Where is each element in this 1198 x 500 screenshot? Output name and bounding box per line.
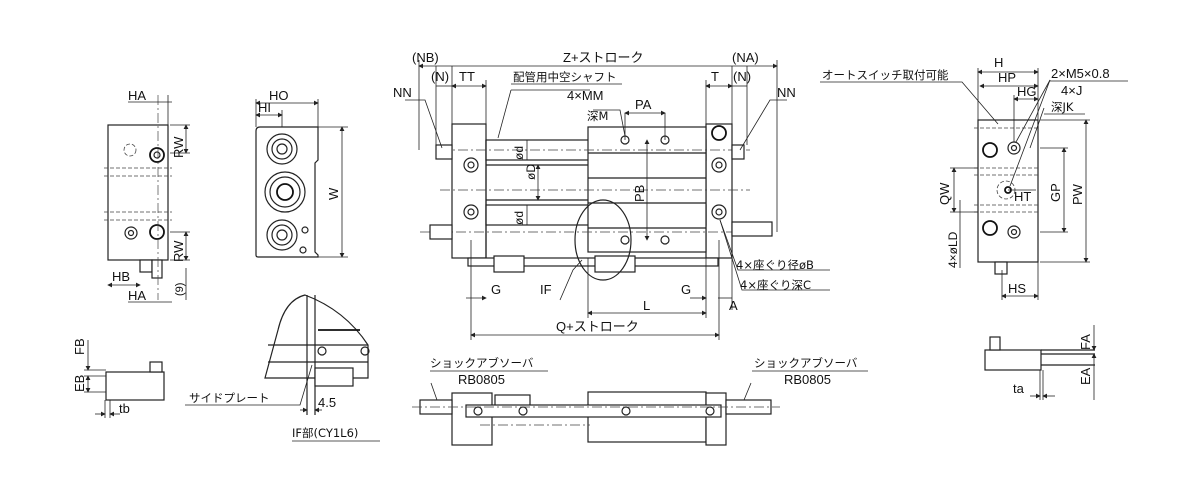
dim-label-n-left: (N)	[431, 69, 449, 84]
dim-label-mm: 4×MM	[567, 88, 603, 103]
dim-label-g-left: G	[491, 282, 501, 297]
dim-label-hs: HS	[1008, 281, 1026, 296]
dim-label-w: W	[326, 187, 341, 200]
port-icon	[149, 224, 165, 240]
auto-switch-label: オートスイッチ取付可能	[822, 68, 949, 82]
dim-label-od-big: øD	[524, 164, 538, 180]
detail-b: FB EB tb	[72, 338, 165, 418]
dim-label-a: A	[729, 298, 738, 313]
dim-label-if: IF	[540, 282, 552, 297]
dim-label-hi: HI	[258, 100, 271, 115]
dim-label-tt: TT	[459, 69, 475, 84]
model-label-right: RB0805	[784, 372, 831, 387]
dim-label-hp: HP	[998, 70, 1016, 85]
dim-label-hg: HG	[1017, 84, 1037, 99]
if-detail-caption: IF部(CY1L6)	[292, 426, 358, 440]
dim-label-t: T	[711, 69, 719, 84]
dim-label-ho: HO	[269, 88, 289, 103]
shock-absorber-right	[731, 221, 773, 237]
shock-absorber-label-right: ショックアブソーバ	[754, 356, 858, 370]
dim-label-gp: GP	[1048, 183, 1063, 202]
dim-label-pw: PW	[1070, 183, 1085, 205]
dim-label-qw: QW	[937, 182, 952, 205]
dim-label-eb: EB	[72, 375, 87, 392]
dim-label-ta: ta	[1013, 381, 1025, 396]
dim-label-pa: PA	[635, 97, 652, 112]
dim-label-od-top: ød	[512, 146, 526, 160]
dim-label-z-stroke: Z+ストローク	[563, 50, 644, 65]
dim-label-4-5: 4.5	[318, 395, 336, 410]
dim-label-n-right: (N)	[733, 69, 751, 84]
bolt-icon	[463, 204, 479, 220]
port-icon	[982, 142, 998, 158]
hidden-port-icon	[123, 143, 137, 157]
counterbore-depth-label: 4×座ぐり深C	[740, 278, 811, 292]
dim-label-ht: HT	[1014, 189, 1031, 204]
bolt-icon	[463, 157, 479, 173]
dim-label-jk: 深JK	[1051, 100, 1074, 114]
dim-label-tb: tb	[119, 401, 130, 416]
detail-a: FA EA ta	[984, 325, 1097, 400]
dim-label-ld: 4×øLD	[946, 231, 960, 268]
dim-label-ha-top: HA	[128, 88, 146, 103]
model-label-left: RB0805	[458, 372, 505, 387]
bolt-icon	[711, 204, 727, 220]
dim-label-nn-right: NN	[777, 85, 796, 100]
right-end-plate	[705, 123, 733, 259]
port-fitting-icon	[266, 133, 298, 165]
counterbore-dia-label: 4×座ぐり径øB	[736, 258, 814, 272]
shaft-end-icon	[264, 171, 306, 213]
dim-label-od-bottom: ød	[512, 211, 526, 225]
port-icon	[711, 125, 727, 141]
dim-label-hb: HB	[112, 269, 130, 284]
port-icon	[982, 220, 998, 236]
dim-label-m5: 2×M5×0.8	[1051, 66, 1110, 81]
dim-label-nn-left: NN	[393, 85, 412, 100]
hollow-shaft-label: 配管用中空シャフト	[513, 70, 617, 84]
side-plate-label: サイドプレート	[189, 391, 270, 405]
dim-label-nb: (NB)	[412, 50, 439, 65]
dim-label-h: H	[994, 55, 1003, 70]
dim-label-rw-top: RW	[171, 136, 186, 158]
dim-label-nine: (9)	[174, 283, 186, 296]
end-view: HO HI W	[255, 88, 348, 258]
dim-label-ha-bottom: HA	[128, 288, 146, 303]
if-detail-circle	[574, 199, 632, 281]
dim-label-ea: EA	[1078, 367, 1093, 385]
bottom-view: ショックアブソーバ RB0805 ショックアブソーバ RB0805	[412, 356, 868, 446]
left-end-plate	[451, 123, 487, 259]
dim-label-depth-m: 深M	[587, 109, 608, 123]
dim-label-pb: PB	[632, 185, 647, 202]
dim-label-na: (NA)	[732, 50, 759, 65]
main-view: (NB) Z+ストローク (NA) (N) TT 配管用中空シャフト T (N)…	[393, 50, 830, 340]
port-fitting-icon	[266, 219, 298, 251]
left-side-view: HA RW RW HB (9) HA	[104, 88, 190, 303]
right-side-view: H HP HG オートスイッチ取付可能 2×M5×0.8 4×J 深JK QW …	[820, 55, 1128, 300]
shock-absorber-left	[429, 224, 453, 240]
dim-label-rw-bottom: RW	[171, 240, 186, 262]
bolt-icon	[711, 157, 727, 173]
dim-label-fa: FA	[1078, 334, 1093, 350]
fitting-left-top	[435, 144, 453, 160]
port-icon	[149, 147, 165, 163]
shock-absorber-label-left: ショックアブソーバ	[430, 356, 534, 370]
dim-label-fb: FB	[72, 338, 87, 355]
dim-label-g-right: G	[681, 282, 691, 297]
detail-if: サイドプレート 4.5 IF部(CY1L6)	[185, 294, 380, 442]
dim-label-q-stroke: Q+ストローク	[556, 319, 639, 334]
dim-label-l: L	[643, 298, 650, 313]
dim-label-j: 4×J	[1061, 83, 1082, 98]
bolt-hole-icon	[124, 226, 138, 240]
